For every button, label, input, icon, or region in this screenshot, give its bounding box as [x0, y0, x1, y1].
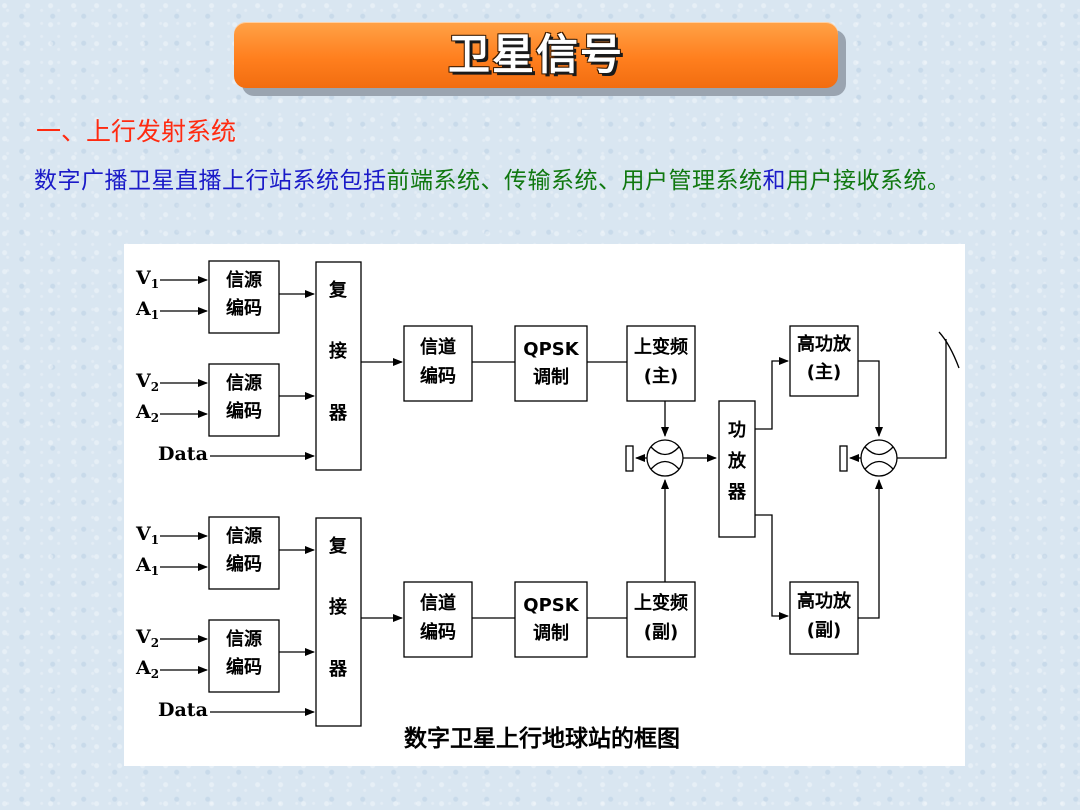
input-a2: A2 [135, 657, 159, 681]
block-label: QPSK [523, 595, 579, 616]
switch-circle [646, 439, 684, 477]
block-label: (副) [644, 622, 678, 643]
block-label: 接 [329, 596, 347, 618]
switch-arc [864, 460, 894, 470]
input-v1: V1 [135, 267, 159, 291]
block-label: 信源 [226, 525, 262, 547]
uplink-block-diagram: V1 A1 V2 A2 Data 信源 编码 信源 编码 复 接 器 信道 编码… [135, 260, 960, 752]
block-label: 复 [328, 279, 348, 301]
power-amp-block [718, 400, 756, 538]
antenna-icon [938, 331, 960, 369]
block-label: 编码 [420, 365, 456, 387]
block-label: 接 [329, 340, 347, 362]
block-label: 器 [727, 482, 747, 503]
title-banner [234, 22, 838, 88]
block-label: 放 [727, 450, 747, 472]
block-label: (主) [807, 361, 841, 383]
block-label: 器 [328, 403, 348, 424]
block-label: 信源 [226, 372, 262, 394]
block-label: (副) [807, 620, 841, 641]
diagram-panel: V1 A1 V2 A2 Data 信源 编码 信源 编码 复 接 器 信道 编码… [124, 244, 965, 766]
block-label: (主) [644, 365, 678, 387]
section-heading: 一、上行发射系统 [36, 117, 237, 146]
input-v1: V1 [135, 523, 159, 547]
paragraph-intro: 数字广播卫星直播上行站系统包括 [34, 168, 387, 194]
block-label: 上变频 [634, 336, 688, 358]
arrow [858, 479, 883, 619]
block-label: 调制 [533, 623, 569, 644]
source-encoder-block [208, 260, 280, 334]
hpa-main: 高功放 (主) [789, 325, 883, 437]
multiplexer-block [315, 517, 362, 727]
switch-circle [860, 439, 898, 477]
arrow [755, 514, 789, 620]
block-label: 器 [328, 659, 348, 680]
qpsk-modulator-block [514, 581, 588, 658]
switch-arc [650, 460, 680, 470]
qpsk-modulator-block [514, 325, 588, 402]
upconverter-backup-block [626, 581, 696, 658]
channel-encoder-block [403, 581, 473, 658]
block-label: 编码 [420, 621, 456, 643]
term-user-reception: 用户接收系统 [786, 168, 927, 194]
diagram-caption: 数字卫星上行地球站的框图 [404, 725, 680, 752]
block-label: 上变频 [634, 592, 688, 614]
block-label: 编码 [226, 297, 262, 319]
switch-arc [650, 446, 680, 456]
conjunction: 和 [762, 168, 786, 194]
block-label: 信道 [420, 592, 456, 614]
upconverter-main-block [626, 325, 696, 402]
block-label: 信道 [420, 336, 456, 358]
source-encoder-block [208, 363, 280, 437]
channel-encoder-block [403, 325, 473, 402]
term-user-management: 用户管理系统 [621, 168, 763, 194]
source-encoder-block [208, 516, 280, 590]
block-label: QPSK [523, 339, 579, 360]
block-label: 信源 [226, 269, 262, 291]
paragraph-end: 。 [927, 168, 951, 194]
block-label: 编码 [226, 400, 262, 422]
term-transmission: 传输系统 [504, 168, 598, 194]
source-encoder-block [208, 619, 280, 693]
multiplexer-block [315, 261, 362, 471]
switch-2 [839, 331, 960, 477]
block-label: 信源 [226, 628, 262, 650]
input-data: Data [158, 443, 208, 465]
block-label: 复 [328, 535, 348, 557]
feed-line [897, 339, 947, 459]
input-a1: A1 [135, 298, 159, 322]
power-amplifier: 功 放 器 [718, 357, 789, 620]
block-label: 高功放 [797, 333, 852, 355]
lower-chain: V1 A1 V2 A2 Data 信源 编码 信源 编码 复 接 器 信道 编码… [135, 479, 883, 727]
input-a1: A1 [135, 554, 159, 578]
separator: 、 [480, 168, 504, 194]
arrow [755, 357, 789, 430]
hpa-backup-block [789, 581, 859, 655]
dummy-load [625, 445, 634, 472]
input-v2: V2 [135, 370, 159, 394]
dummy-load [839, 445, 848, 472]
block-label: 高功放 [797, 590, 852, 612]
arrow [858, 360, 883, 437]
upper-chain: V1 A1 V2 A2 Data 信源 编码 信源 编码 复 接 器 信道 编码… [135, 260, 696, 471]
input-a2: A2 [135, 401, 159, 425]
switch-1 [625, 439, 717, 477]
switch-arc [864, 446, 894, 456]
separator: 、 [598, 168, 622, 194]
block-label: 编码 [226, 656, 262, 678]
block-label: 功 [728, 420, 746, 441]
intro-paragraph: 数字广播卫星直播上行站系统包括前端系统、传输系统、用户管理系统和用户接收系统。 [34, 164, 1044, 199]
term-front-end: 前端系统 [386, 168, 481, 194]
block-label: 调制 [533, 367, 569, 388]
input-v2: V2 [135, 626, 159, 650]
input-data: Data [158, 699, 208, 721]
page-title: 卫星信号 [447, 30, 624, 79]
block-label: 编码 [226, 553, 262, 575]
